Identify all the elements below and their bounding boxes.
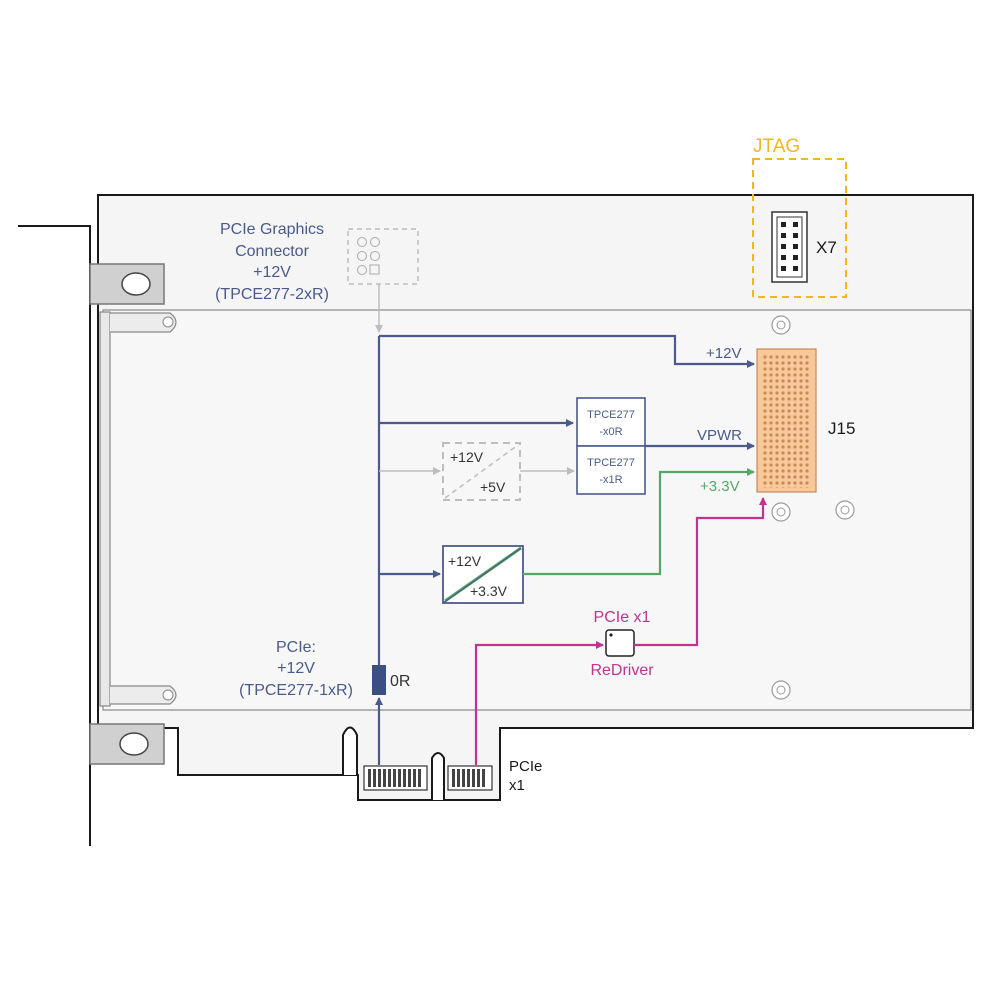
pcie-lane-to-redriver: [474, 641, 604, 765]
tpce277-x1r-box: TPCE277 -x1R: [576, 445, 646, 495]
svg-text:+12V: +12V: [448, 553, 482, 569]
left-rail: [99, 311, 177, 707]
svg-text:PCIe Graphics: PCIe Graphics: [220, 221, 324, 238]
redriver-label: ReDriver: [590, 662, 654, 679]
zero-ohm-resistor: [372, 665, 386, 695]
converter-12v-33v: +12V +3.3V: [442, 545, 524, 604]
j15-connector: [756, 348, 817, 493]
svg-text:+3.3V: +3.3V: [470, 583, 508, 599]
mounting-hole-2: [771, 502, 791, 522]
mounting-hole-3: [835, 500, 855, 520]
svg-text:+12V: +12V: [277, 660, 315, 677]
svg-text:+12V: +12V: [450, 449, 484, 465]
pcie-edge-fingers-power: [363, 765, 428, 791]
bracket-tab-top: [89, 263, 165, 305]
converter-12v-5v: +12V +5V: [442, 442, 521, 501]
rail-12v-label: +12V: [706, 345, 741, 362]
svg-text:TPCE277: TPCE277: [587, 457, 635, 469]
mounting-hole-4: [771, 680, 791, 700]
svg-text:PCIe: PCIe: [509, 758, 542, 775]
mounting-hole-1: [771, 315, 791, 335]
pcie-x1-label: PCIe x1: [509, 758, 542, 794]
rail-33v-label: +3.3V: [700, 478, 740, 495]
svg-text:Connector: Connector: [235, 243, 309, 260]
graphics-power-connector: [347, 228, 419, 285]
graphics-connector-label: PCIe Graphics Connector +12V (TPCE277-2x…: [215, 221, 329, 303]
pcie-edge-fingers-data: [447, 765, 493, 791]
tpce277-x0r-box: TPCE277 -x0R: [576, 397, 646, 447]
jtag-outline: [752, 158, 847, 298]
svg-text:(TPCE277-2xR): (TPCE277-2xR): [215, 286, 329, 303]
svg-text:(TPCE277-1xR): (TPCE277-1xR): [239, 682, 353, 699]
svg-text:-x0R: -x0R: [599, 426, 622, 438]
redriver-to-j15: [634, 497, 767, 647]
svg-text:+12V: +12V: [253, 264, 291, 281]
svg-text:TPCE277: TPCE277: [587, 409, 635, 421]
j15-label: J15: [828, 419, 855, 438]
bracket-tab-bottom: [89, 723, 165, 765]
x7-header: [771, 211, 808, 283]
jtag-label: JTAG: [753, 136, 800, 157]
module-area: [102, 309, 972, 711]
pcie-key-notch: [431, 752, 445, 800]
pci-bracket: [18, 225, 91, 846]
svg-text:+5V: +5V: [480, 479, 506, 495]
svg-text:x1: x1: [509, 777, 525, 794]
zero-ohm-label: 0R: [390, 673, 410, 690]
svg-text:PCIe:: PCIe:: [276, 639, 316, 656]
redriver-title: PCIe x1: [594, 609, 651, 626]
svg-text:-x1R: -x1R: [599, 474, 622, 486]
rail-vpwr-label: VPWR: [697, 427, 742, 444]
x7-label: X7: [816, 238, 837, 257]
rail-12v-path: [379, 334, 755, 368]
pcb-cutout: [342, 726, 358, 775]
redriver-chip: [605, 629, 635, 657]
rail-33v-path: [523, 468, 755, 576]
pcie-power-label: PCIe: +12V (TPCE277-1xR): [239, 639, 353, 699]
